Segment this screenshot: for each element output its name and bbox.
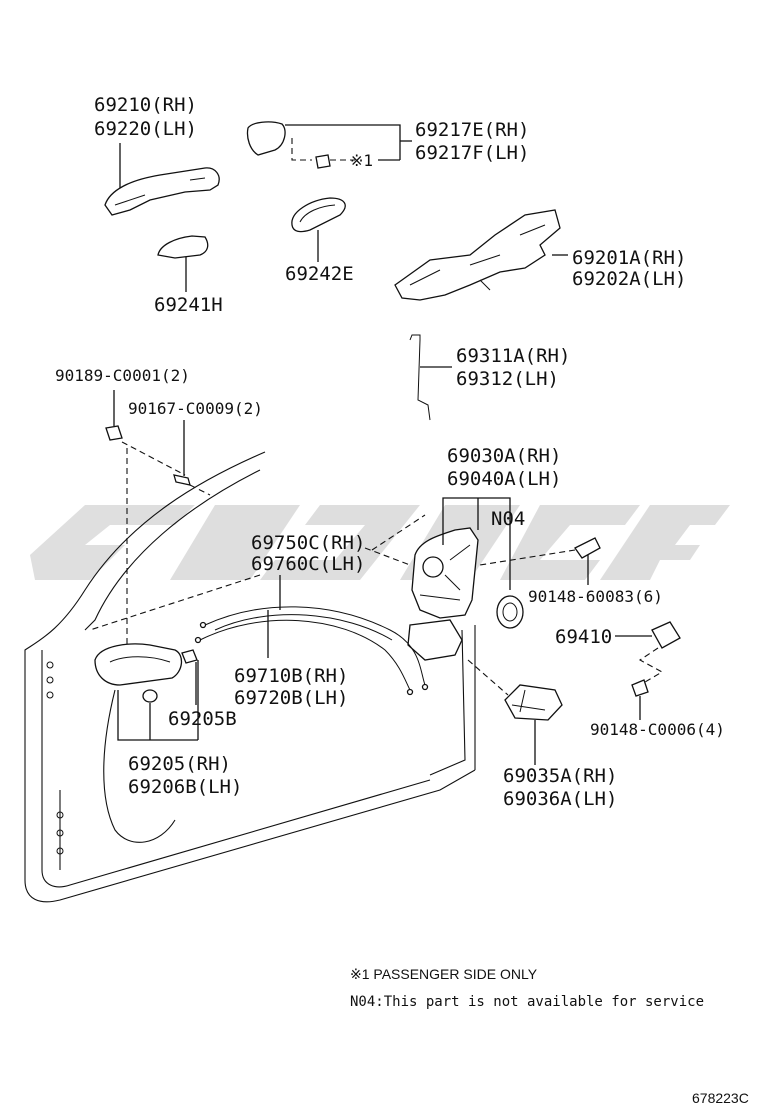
label-lock-rh: 69030A(RH) (447, 445, 561, 467)
passenger-mark: ※1 (350, 151, 373, 170)
label-cover-rh: 69035A(RH) (503, 765, 617, 787)
screw-part (173, 420, 211, 496)
inner-handle-part (94, 643, 199, 741)
door-panel (24, 451, 476, 903)
outer-handle-cap-part: ※1 (246, 121, 412, 170)
striker-part (615, 621, 681, 720)
handle-pad-rear-part (157, 235, 209, 292)
outer-handle-part (104, 143, 220, 216)
label-cover-lh: 69036A(LH) (503, 788, 617, 810)
note-passenger-only: ※1 PASSENGER SIDE ONLY (350, 966, 538, 982)
footnotes: ※1 PASSENGER SIDE ONLY N04:This part is … (350, 966, 749, 1106)
label-lock-lh: 69040A(LH) (447, 468, 561, 490)
lock-cover-part (467, 659, 563, 765)
label-inner-bezel: 69205B (168, 708, 237, 730)
label-outer-handle-lh: 69220(LH) (94, 118, 197, 140)
label-rod-lh: 69312(LH) (456, 368, 559, 390)
label-cable-lock-rh: 69750C(RH) (251, 532, 365, 554)
label-cable-open-lh: 69720B(LH) (234, 687, 348, 709)
handle-pad-front-part (291, 197, 346, 262)
label-striker-screw: 90148-C0006(4) (590, 720, 725, 739)
label-screw-inner: 90167-C0009(2) (128, 399, 263, 418)
label-frame-rh: 69201A(RH) (572, 247, 686, 269)
label-n04: N04 (491, 508, 525, 530)
label-rod-rh: 69311A(RH) (456, 345, 570, 367)
label-cable-lock-lh: 69760C(LH) (251, 553, 365, 575)
label-cap-lh: 69217F(LH) (415, 142, 529, 164)
label-frame-lh: 69202A(LH) (572, 268, 686, 290)
label-pad-front: 69242E (285, 263, 354, 285)
watermark-logo (30, 505, 730, 580)
label-lock-screw: 90148-60083(6) (528, 587, 663, 606)
label-clip: 90189-C0001(2) (55, 366, 190, 385)
lock-screw-part (479, 537, 601, 585)
label-outer-handle-rh: 69210(RH) (94, 94, 197, 116)
n04-ring-part (496, 595, 524, 629)
label-cable-open-rh: 69710B(RH) (234, 665, 348, 687)
figure-id: 678223C (692, 1090, 749, 1106)
cables-part (89, 547, 429, 696)
note-n04: N04:This part is not available for servi… (350, 994, 704, 1010)
lock-rod-part (409, 334, 452, 421)
label-inner-handle-rh: 69205(RH) (128, 753, 231, 775)
outer-frame-part (394, 209, 568, 301)
label-cap-rh: 69217E(RH) (415, 119, 529, 141)
label-striker: 69410 (555, 626, 612, 648)
part-labels: 69210(RH) 69220(LH) 69217E(RH) 69217F(LH… (55, 94, 725, 810)
lock-assy-part (371, 497, 511, 661)
label-inner-handle-lh: 69206B(LH) (128, 776, 242, 798)
clip-part (105, 390, 186, 655)
label-pad-rear: 69241H (154, 294, 223, 316)
